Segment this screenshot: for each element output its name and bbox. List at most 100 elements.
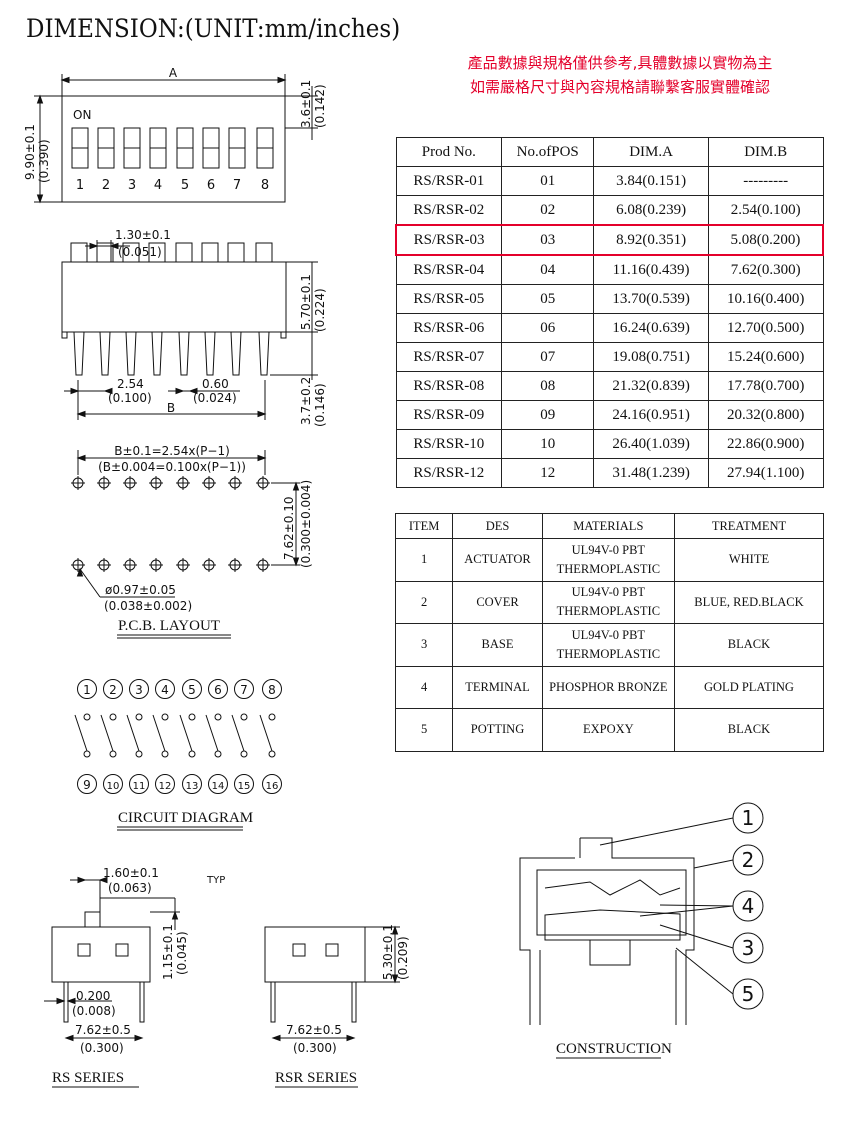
pin-number: 4 [161, 683, 169, 697]
rsr-window [325, 943, 339, 957]
material-line: UL94V-0 PBT [571, 585, 646, 600]
pin-number: 5 [188, 683, 196, 697]
actuator-side [175, 242, 193, 263]
switch-lever [259, 714, 273, 752]
pin-number: 16 [266, 781, 279, 792]
arrow-head [56, 997, 66, 1005]
rsr-row-dim: 7.62±0.5 [286, 1023, 342, 1037]
construction-base [544, 909, 681, 966]
table-cell: RS/RSR-06 [395, 313, 503, 343]
construction-title: CONSTRUCTION [556, 1041, 672, 1057]
position-number: 4 [154, 178, 162, 193]
table-cell: RS/RSR-04 [395, 254, 503, 285]
leader [659, 924, 734, 949]
column-header: Prod No. [395, 137, 503, 167]
switch-contact [83, 713, 91, 721]
arrow-head [257, 454, 267, 462]
materials-cell: UL94V-0 PBT THERMOPLASTIC [541, 580, 675, 624]
arrow-head [103, 387, 113, 395]
notice-line-2: 如需嚴格尺寸與內容規格請聯繫客服實體確認 [469, 78, 770, 96]
callout-number: 3 [742, 936, 755, 960]
table-cell: 01 [501, 166, 595, 196]
arrow-head [60, 76, 70, 84]
terminal-pin [258, 331, 270, 376]
height-dim-in: (0.390) [37, 139, 51, 183]
arrow-head [346, 1034, 356, 1042]
pin-circle [182, 679, 202, 699]
table-cell: 6.08(0.239) [593, 195, 709, 226]
rs-pin [63, 981, 69, 1023]
arrow-head [77, 876, 87, 884]
table-cell: RS/RSR-08 [395, 371, 503, 401]
rsr-window [292, 943, 306, 957]
arrow-head [292, 557, 300, 567]
pin-height-dim-in: (0.146) [313, 383, 327, 427]
rs-height-dim-in: (0.045) [175, 931, 189, 975]
arrow-head [76, 567, 84, 577]
pcb-formula: B±0.1=2.54x(P−1) [114, 444, 230, 458]
treatment-cell: GOLD PLATING [673, 665, 825, 709]
table-cell: 19.08(0.751) [593, 342, 709, 372]
row-spacing-dim: 7.62±0.10 [282, 497, 296, 561]
rsr-series-title: RSR SERIES [275, 1070, 357, 1086]
rs-actuator-dim-in: (0.063) [108, 881, 152, 895]
rsr-height-dim-in: (0.209) [396, 936, 410, 980]
pin-circle [208, 774, 228, 794]
actuator-side [255, 242, 273, 263]
actuator-width-dim-in: (0.051) [118, 245, 162, 259]
pin-number: 14 [212, 781, 225, 792]
table-cell: 06 [501, 313, 595, 343]
switch-contact [188, 713, 196, 721]
position-number: 7 [233, 178, 241, 193]
arrow-head [70, 387, 80, 395]
arrow-head [36, 194, 44, 204]
switch-contact [214, 750, 222, 758]
column-header: MATERIALS [541, 513, 675, 539]
pin-circle [234, 679, 254, 699]
arrow-head [36, 94, 44, 104]
terminal-pin [125, 331, 137, 376]
position-number: 5 [181, 178, 189, 193]
switch-contact [214, 713, 222, 721]
pin-number: 2 [109, 683, 117, 697]
leader [693, 859, 734, 869]
actuator-width-dim: 1.30±0.1 [115, 228, 171, 242]
leader [675, 947, 734, 995]
pin-circle [129, 774, 149, 794]
table-cell: RS/RSR-12 [395, 458, 503, 488]
pin-circle [129, 679, 149, 699]
arrow-head [391, 974, 399, 984]
pin-width-dim-in: (0.024) [193, 391, 237, 405]
des-cell: BASE [452, 623, 543, 667]
pin-number: 3 [135, 683, 143, 697]
switch-contact [135, 713, 143, 721]
page-title: DIMENSION:(UNIT:mm/inches) [26, 14, 401, 43]
pin-number: 8 [268, 683, 276, 697]
switch-contact [268, 750, 276, 758]
switch-contact [109, 750, 117, 758]
arrow-head [76, 410, 86, 418]
table-cell: 05 [501, 284, 595, 314]
actuator-side [201, 242, 219, 263]
position-number: 8 [261, 178, 269, 193]
table-cell: 03 [501, 224, 595, 256]
material-line: THERMOPLASTIC [556, 604, 661, 619]
actuator-dim-in: (0.142) [313, 84, 327, 128]
pin-number: 11 [133, 781, 146, 792]
terminal-pin [73, 331, 85, 376]
table-cell: 15.24(0.600) [707, 342, 824, 372]
body-foot [61, 331, 68, 339]
switch-contact [161, 750, 169, 758]
des-cell: POTTING [452, 708, 543, 752]
table-cell: 5.08(0.200) [707, 224, 824, 256]
rs-actuator-dim: 1.60±0.1 [103, 866, 159, 880]
table-cell: 11.16(0.439) [593, 254, 709, 285]
pin-height-dim: 3.7±0.2 [299, 377, 313, 425]
rs-height-dim: 1.15±0.1 [161, 924, 175, 980]
rs-series-title: RS SERIES [52, 1070, 124, 1086]
